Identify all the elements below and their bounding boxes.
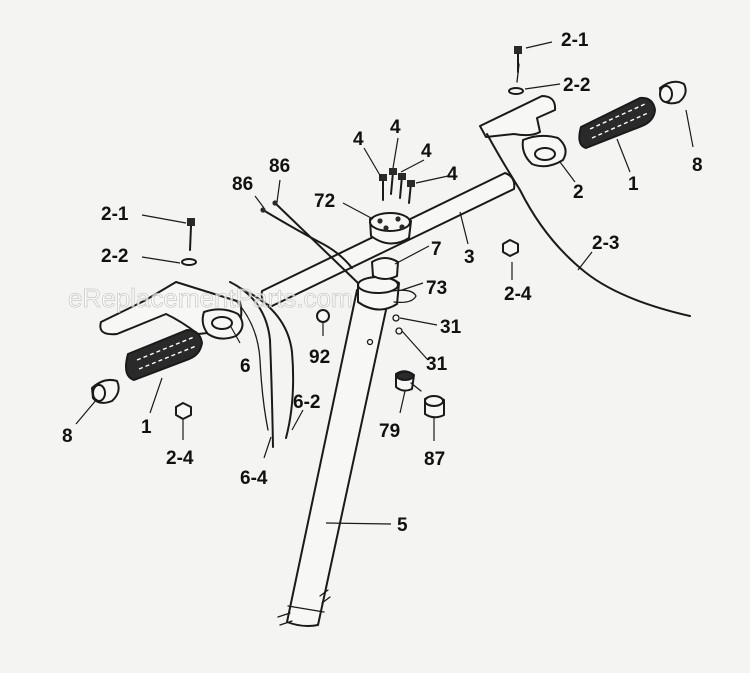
- label-1-right: 1: [628, 174, 639, 195]
- label-2-4-right: 2-4: [504, 284, 532, 305]
- label-2-1-left: 2-1: [101, 204, 129, 225]
- cap-part: [424, 395, 445, 419]
- lower-clamp-part: [357, 257, 417, 311]
- watermark-text: eReplacementParts.com: [68, 283, 353, 313]
- label-1-left: 1: [141, 417, 152, 438]
- label-72: 72: [314, 191, 335, 212]
- label-6-2: 6-2: [293, 392, 320, 413]
- main-tube-part: [277, 289, 390, 627]
- label-73: 73: [426, 278, 447, 299]
- label-31-b: 31: [426, 354, 448, 375]
- left-control-cables-part: [229, 281, 295, 448]
- label-4-c: 4: [421, 141, 432, 162]
- label-8-left: 8: [62, 426, 73, 447]
- clamp-bolts-part: [379, 168, 415, 204]
- label-2-right: 2: [573, 182, 584, 203]
- label-7: 7: [431, 239, 442, 260]
- label-6-4: 6-4: [240, 468, 268, 489]
- leader-lines: [75, 41, 694, 525]
- right-grip-part: [578, 80, 687, 149]
- label-2-4-left: 2-4: [166, 448, 194, 469]
- label-2-3: 2-3: [592, 233, 619, 254]
- label-2-2-top: 2-2: [563, 75, 590, 96]
- left-grip-part: [91, 329, 203, 404]
- label-2-1-top: 2-1: [561, 30, 589, 51]
- label-86-b: 86: [232, 174, 253, 195]
- label-31-a: 31: [440, 317, 462, 338]
- label-8-right: 8: [692, 155, 703, 176]
- label-6: 6: [240, 356, 251, 377]
- top-clamp-part: [369, 212, 412, 245]
- label-92: 92: [309, 347, 330, 368]
- throttle-cables-part: [260, 200, 359, 284]
- label-86-a: 86: [269, 156, 290, 177]
- label-5: 5: [397, 515, 408, 536]
- label-2-2-left: 2-2: [101, 246, 128, 267]
- label-79: 79: [379, 421, 400, 442]
- part-labels: 2-1 2-2 8 1 2 4 4 4 4 86 86 72 7 3 2-3 2…: [62, 30, 703, 536]
- label-87: 87: [424, 449, 445, 470]
- left-lever-part: [99, 218, 244, 420]
- label-4-d: 4: [447, 164, 458, 185]
- label-4-b: 4: [390, 117, 401, 138]
- label-3: 3: [464, 247, 475, 268]
- knob-bolt-part: [395, 370, 422, 392]
- right-lever-part: [479, 46, 567, 257]
- right-control-cable-part: [486, 133, 691, 317]
- label-4-a: 4: [353, 129, 364, 150]
